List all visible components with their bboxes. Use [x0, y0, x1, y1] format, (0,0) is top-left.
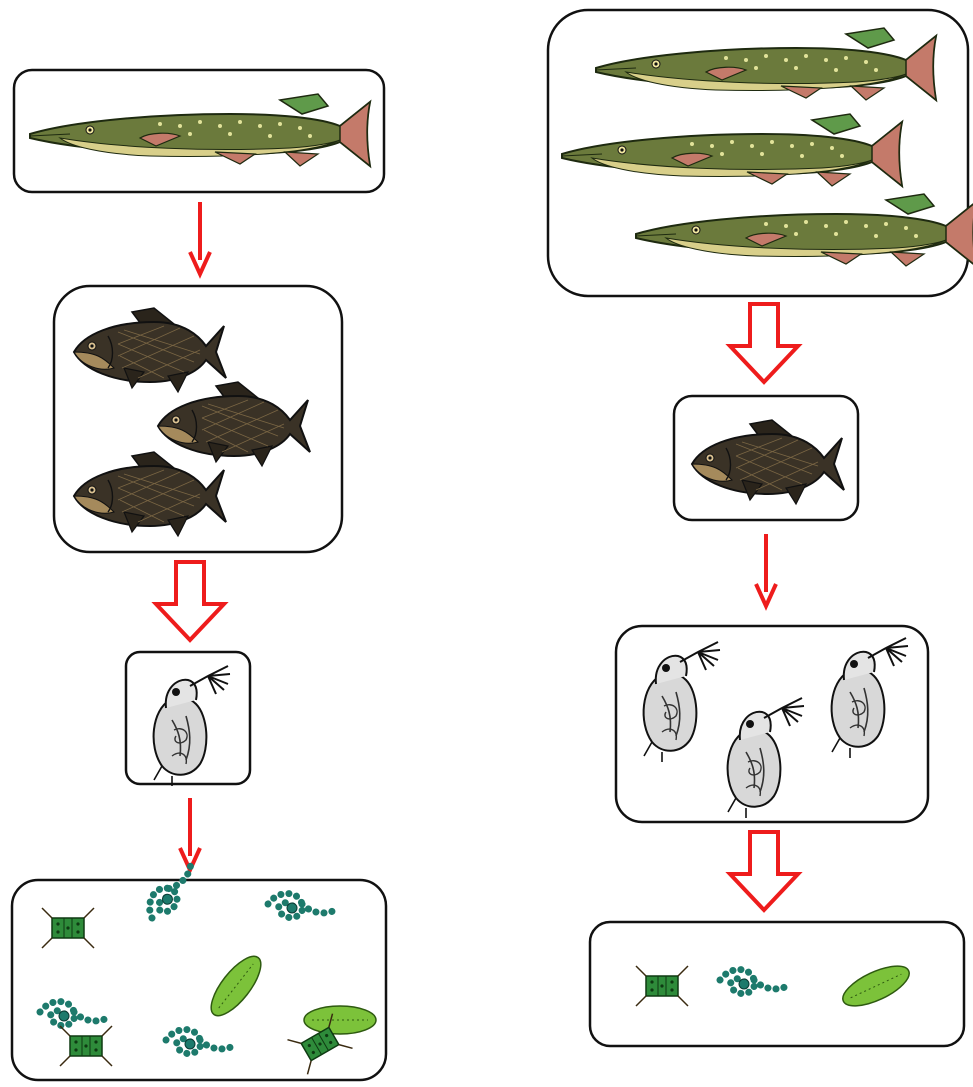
right-pike-level	[548, 10, 973, 296]
right-daphnia-level	[616, 626, 928, 822]
left-daphnia-level	[126, 652, 250, 786]
left-pike-level	[14, 70, 384, 192]
left-chain	[12, 70, 386, 1080]
left-algae-level	[12, 852, 386, 1080]
right-arrow-2	[756, 534, 776, 606]
left-arrow-1	[190, 202, 210, 274]
right-arrow-1	[730, 304, 798, 382]
right-carp-level	[674, 396, 858, 520]
left-arrow-2	[156, 562, 224, 640]
right-algae-level	[590, 922, 964, 1046]
left-carp-level	[54, 286, 342, 552]
diatom-algae-icon	[304, 1006, 376, 1034]
right-chain	[548, 10, 973, 1046]
left-arrow-3	[180, 798, 200, 870]
right-arrow-3	[730, 832, 798, 910]
